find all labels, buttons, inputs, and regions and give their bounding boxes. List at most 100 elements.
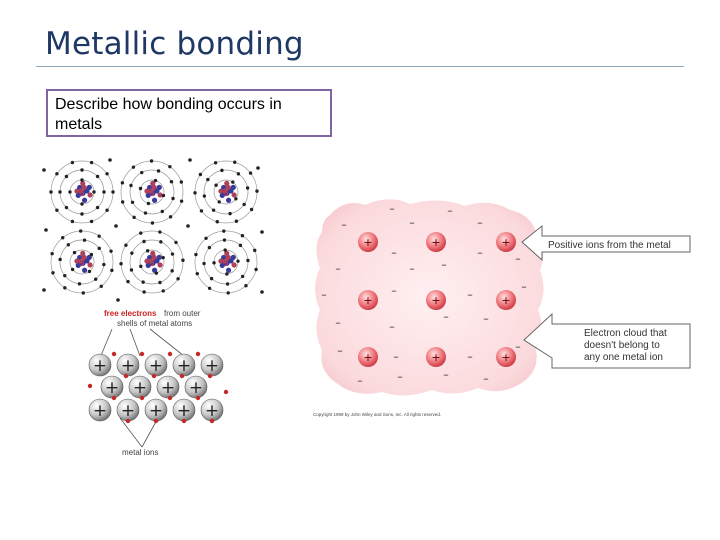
metal-ion: + <box>116 353 140 377</box>
cloud-electron: – <box>335 262 341 275</box>
free-electron <box>186 224 190 228</box>
cloud-electron: – <box>393 350 399 363</box>
positive-ion: + <box>496 290 516 310</box>
atom <box>193 160 259 224</box>
cloud-electron: – <box>483 312 489 325</box>
atom <box>49 160 115 224</box>
cloud-electron: – <box>447 204 453 217</box>
svg-text:+: + <box>121 401 135 421</box>
lattice-electron <box>123 373 129 379</box>
positive-ion: + <box>358 232 378 252</box>
positive-ion: + <box>496 347 516 367</box>
svg-text:+: + <box>93 356 107 376</box>
free-electrons-suffix: from outer <box>164 309 201 318</box>
svg-text:+: + <box>431 351 440 364</box>
metal-ions-label: metal ions <box>122 448 158 457</box>
svg-text:+: + <box>177 356 191 376</box>
cloud-electron: – <box>341 218 347 231</box>
lattice-electron <box>207 373 213 379</box>
cloud-electron: – <box>443 368 449 381</box>
free-electron <box>188 158 192 162</box>
metal-ion: + <box>88 353 112 377</box>
free-electron <box>42 288 46 292</box>
svg-text:+: + <box>501 294 510 307</box>
cloud-electron: – <box>515 252 521 265</box>
cloud-electron: – <box>389 202 395 215</box>
positive-ions-callout: Positive ions from the metal <box>521 224 691 262</box>
svg-text:+: + <box>105 378 119 398</box>
cloud-electron: – <box>357 374 363 387</box>
metal-ion: + <box>200 353 224 377</box>
cloud-label-line2: doesn't belong to <box>584 340 660 351</box>
cloud-electron: – <box>391 284 397 297</box>
cloud-electron: – <box>443 310 449 323</box>
free-electron <box>44 228 48 232</box>
free-electron <box>114 224 118 228</box>
svg-text:+: + <box>205 401 219 421</box>
atom <box>194 229 258 295</box>
cloud-electron: – <box>391 246 397 259</box>
svg-text:+: + <box>363 351 372 364</box>
lattice-electron <box>111 395 117 401</box>
cloud-electron: – <box>467 350 473 363</box>
cloud-electrons: ––––––––––––––––––––––––––– <box>321 202 527 387</box>
cloud-label-line3: any one metal ion <box>584 352 663 363</box>
positive-ion: + <box>426 290 446 310</box>
svg-text:+: + <box>189 378 203 398</box>
cloud-electron: – <box>335 316 341 329</box>
cloud-electron: – <box>409 216 415 229</box>
positive-ion: + <box>358 347 378 367</box>
free-electron <box>42 168 46 172</box>
lattice-electron <box>167 351 173 357</box>
positive-ions-label: Positive ions from the metal <box>548 240 671 251</box>
svg-text:+: + <box>161 378 175 398</box>
atom <box>120 159 184 225</box>
lattice-electron <box>167 395 173 401</box>
lattice-electron <box>151 373 157 379</box>
atom <box>50 229 114 295</box>
metal-ion: + <box>172 353 196 377</box>
free-electron <box>260 290 264 294</box>
metal-atoms-grid <box>42 158 264 302</box>
svg-text:+: + <box>149 356 163 376</box>
title-underline <box>36 66 684 67</box>
metal-ion: + <box>128 375 152 399</box>
cloud-electron: – <box>409 262 415 275</box>
free-electron <box>256 166 260 170</box>
positive-ion: + <box>426 232 446 252</box>
lattice-electron <box>153 418 159 424</box>
svg-text:+: + <box>363 236 372 249</box>
svg-text:+: + <box>205 356 219 376</box>
lattice-electron <box>179 373 185 379</box>
free-electron <box>260 230 264 234</box>
lattice-electron <box>87 383 93 389</box>
free-electron <box>116 298 120 302</box>
metal-ion: + <box>184 375 208 399</box>
svg-text:+: + <box>501 351 510 364</box>
svg-text:+: + <box>93 401 107 421</box>
cloud-electron: – <box>441 258 447 271</box>
cloud-electron: – <box>477 216 483 229</box>
positive-ion: + <box>358 290 378 310</box>
metal-ion: + <box>156 375 180 399</box>
slide-title: Metallic bonding <box>45 26 304 62</box>
electron-cloud-callout: Electron cloud that doesn't belong to an… <box>523 312 691 369</box>
cloud-electron: – <box>483 372 489 385</box>
svg-text:+: + <box>133 378 147 398</box>
cloud-label-line1: Electron cloud that <box>584 328 667 339</box>
cloud-electron: – <box>321 288 327 301</box>
metal-ion: + <box>116 398 140 422</box>
metal-ions-lattice: ++++++++++++++ <box>87 351 229 424</box>
svg-text:+: + <box>431 236 440 249</box>
cloud-electron: – <box>477 246 483 259</box>
svg-text:+: + <box>363 294 372 307</box>
cloud-electron: – <box>467 288 473 301</box>
prompt-box: Describe how bonding occurs in metals <box>46 89 332 137</box>
lattice-electron <box>209 418 215 424</box>
lattice-electron <box>139 351 145 357</box>
free-electron <box>108 158 112 162</box>
cloud-electron: – <box>397 370 403 383</box>
svg-text:+: + <box>431 294 440 307</box>
metal-ion: + <box>200 398 224 422</box>
